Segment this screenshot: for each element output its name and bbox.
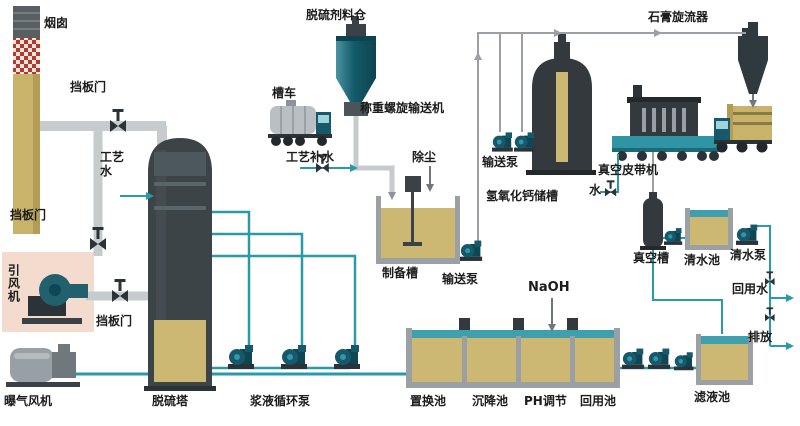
label-pool-settle: 沉降池 bbox=[472, 394, 509, 408]
label-makeup-water: 工艺补水 bbox=[286, 150, 335, 164]
label-discharge: 排放 bbox=[748, 330, 773, 344]
label-gypsum-cyclone: 石膏旋流器 bbox=[648, 10, 709, 24]
label-pool-reuse: 回用池 bbox=[580, 394, 617, 408]
label-aeration-blower: 曝气风机 bbox=[4, 394, 53, 408]
vacuum-tank bbox=[640, 192, 666, 250]
pool-transfer-pump bbox=[674, 352, 694, 371]
desulfurization-tower bbox=[144, 138, 216, 391]
label-pool-replace: 置换池 bbox=[410, 394, 447, 408]
label-silo: 脱硫剂料仓 bbox=[306, 8, 367, 22]
transfer-pump-upper bbox=[514, 132, 535, 152]
filtrate-pool bbox=[696, 334, 753, 385]
label-chimney: 烟囱 bbox=[44, 16, 69, 30]
label-tower: 脱硫塔 bbox=[152, 394, 189, 408]
label-process-water: 工艺水 bbox=[100, 150, 125, 179]
dump-truck bbox=[714, 104, 772, 153]
clean-water-pool bbox=[685, 208, 733, 250]
caoh-storage-tank bbox=[526, 34, 596, 175]
id-fan bbox=[22, 274, 88, 324]
pool-transfer-pump bbox=[648, 348, 671, 369]
label-damper-left: 挡板门 bbox=[10, 208, 47, 222]
vacuum-belt-machine bbox=[612, 85, 720, 161]
label-clean-pump: 清水泵 bbox=[730, 248, 767, 262]
label-slurry-pumps: 浆液循环泵 bbox=[250, 394, 311, 408]
label-id-fan: 引风机 bbox=[6, 264, 21, 303]
prep-tank bbox=[376, 176, 460, 264]
label-naoh: NaOH bbox=[528, 280, 570, 295]
label-screw-conveyor: 称重螺旋输送机 bbox=[360, 101, 445, 115]
label-vacuum-tank: 真空槽 bbox=[633, 251, 670, 265]
label-transfer-pump-upper: 输送泵 bbox=[482, 155, 519, 169]
label-caoh-tank: 氢氧化钙储槽 bbox=[486, 189, 559, 203]
process-lines bbox=[76, 29, 794, 376]
label-tank-truck: 槽车 bbox=[272, 86, 297, 100]
slurry-pump bbox=[228, 345, 254, 369]
label-water: 水 bbox=[589, 183, 602, 197]
transfer-pump-lower bbox=[460, 240, 483, 261]
slurry-pump bbox=[334, 345, 360, 369]
screw-conveyor bbox=[344, 102, 396, 200]
treatment-pools bbox=[406, 318, 620, 388]
label-pool-ph: PH调节 bbox=[524, 394, 567, 408]
label-reuse-water: 回用水 bbox=[732, 282, 769, 296]
label-dust-removal: 除尘 bbox=[412, 150, 437, 164]
label-prep-tank: 制备槽 bbox=[382, 266, 419, 280]
desulfurizer-silo bbox=[336, 16, 376, 102]
aeration-blower bbox=[6, 344, 80, 387]
gypsum-cyclone bbox=[738, 22, 768, 108]
transfer-pump-upper bbox=[492, 132, 513, 152]
clean-pool-feed-pump bbox=[664, 228, 683, 245]
pool-transfer-pump bbox=[622, 348, 645, 369]
clean-water-pump bbox=[736, 224, 759, 245]
wash-water-valve bbox=[605, 180, 617, 197]
label-transfer-pump-lower: 输送泵 bbox=[442, 272, 479, 286]
label-clean-pool: 清水池 bbox=[684, 253, 721, 267]
label-pool-filtrate: 滤液池 bbox=[694, 390, 731, 404]
chimney-stack bbox=[13, 6, 40, 234]
slurry-pump bbox=[281, 345, 307, 369]
label-damper-bottom: 挡板门 bbox=[96, 314, 133, 328]
tank-truck bbox=[268, 100, 332, 146]
label-vacuum-belt: 真空皮带机 bbox=[598, 163, 659, 177]
label-damper-top: 挡板门 bbox=[70, 80, 107, 94]
